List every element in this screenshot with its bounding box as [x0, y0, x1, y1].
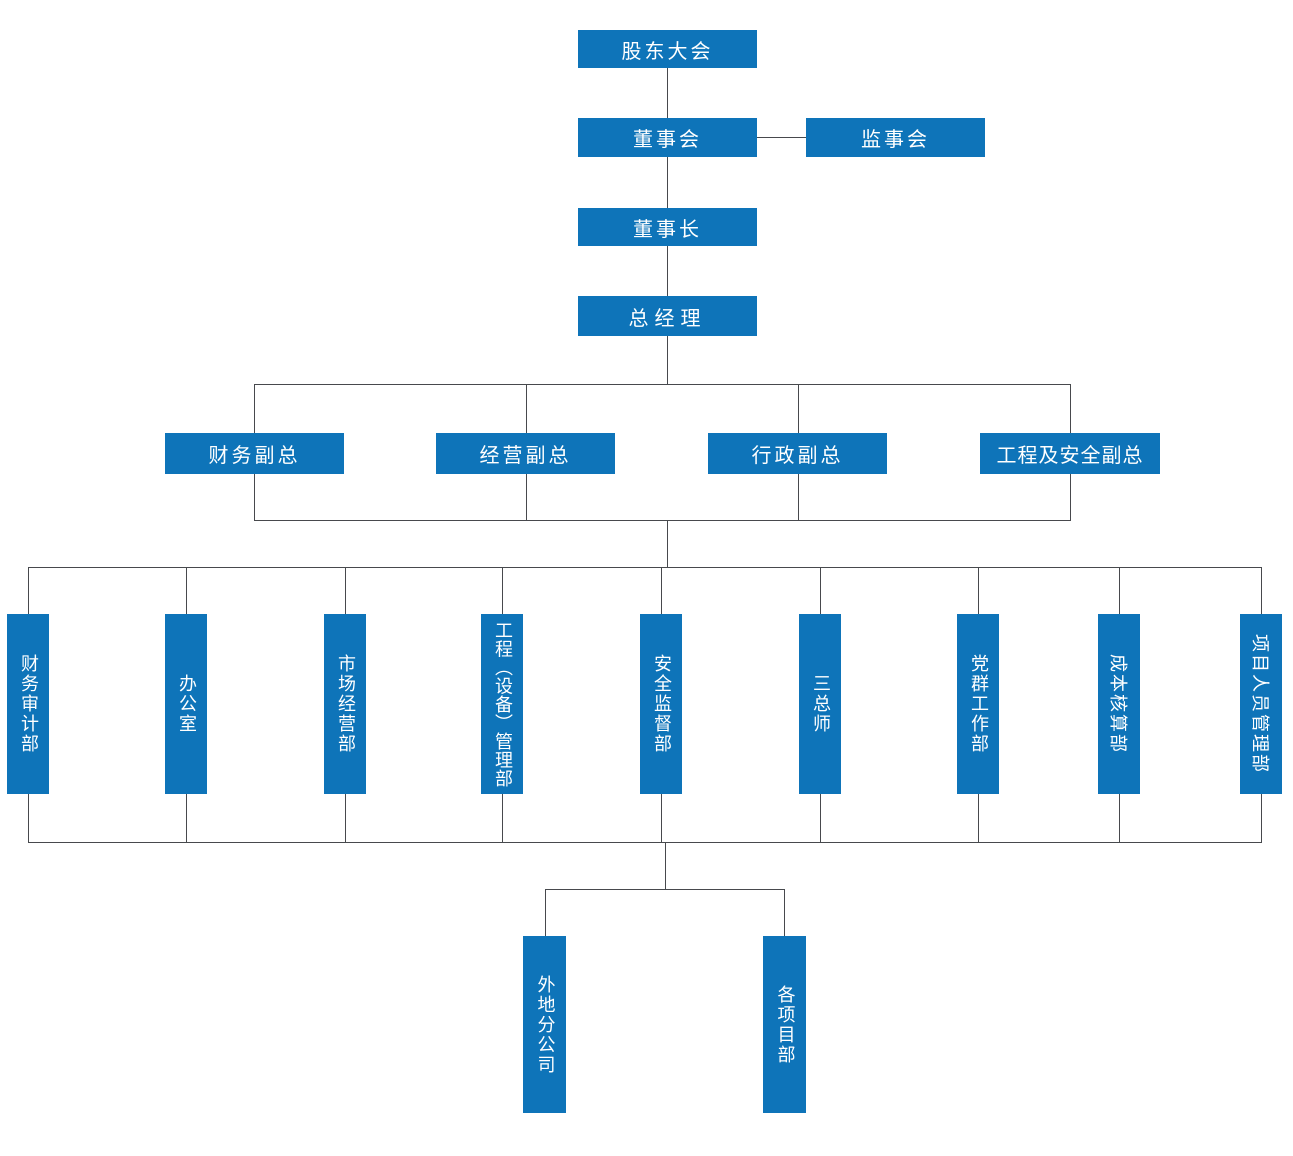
- org-node-admin-vp: 行政副总: [708, 433, 887, 474]
- org-node-operations-vp: 经营副总: [436, 433, 615, 474]
- connector-line: [502, 567, 503, 614]
- org-node-label: 工程（设备）管理部: [492, 620, 513, 788]
- org-node-label: 经营副总: [479, 443, 572, 467]
- connector-line: [1119, 567, 1120, 614]
- org-node-project-personnel-mgmt-dept: 项目人员管理部: [1240, 614, 1282, 794]
- org-node-label: 行政副总: [751, 443, 844, 467]
- connector-line: [798, 474, 799, 520]
- org-node-cost-accounting-dept: 成本核算部: [1098, 614, 1140, 794]
- connector-line: [667, 157, 668, 208]
- org-node-supervisory-board: 监事会: [806, 118, 985, 157]
- org-node-engineering-equipment-mgmt-dept: 工程（设备）管理部: [481, 614, 523, 794]
- connector-line: [254, 474, 255, 520]
- connector-line: [545, 889, 785, 890]
- org-node-label: 三总师: [810, 674, 831, 734]
- connector-line: [1261, 567, 1262, 614]
- connector-line: [1119, 794, 1120, 842]
- connector-line: [186, 567, 187, 614]
- org-node-finance-vp: 财务副总: [165, 433, 344, 474]
- org-node-board-of-directors: 董事会: [578, 118, 757, 157]
- org-node-market-operations-dept: 市场经营部: [324, 614, 366, 794]
- org-node-remote-branch-companies: 外地分公司: [523, 936, 566, 1113]
- connector-line: [661, 567, 662, 614]
- org-node-general-office: 办公室: [165, 614, 207, 794]
- org-node-three-chief-engineers: 三总师: [799, 614, 841, 794]
- org-node-label: 办公室: [176, 674, 197, 734]
- org-node-label: 股东大会: [621, 38, 714, 63]
- connector-line: [526, 474, 527, 520]
- connector-line: [667, 336, 668, 384]
- org-node-label: 市场经营部: [335, 654, 356, 754]
- org-node-party-mass-work-dept: 党群工作部: [957, 614, 999, 794]
- connector-line: [667, 246, 668, 296]
- org-node-label: 外地分公司: [534, 974, 556, 1075]
- org-node-engineering-safety-vp: 工程及安全副总: [980, 433, 1160, 474]
- connector-line: [820, 567, 821, 614]
- org-node-label: 工程及安全副总: [996, 443, 1144, 467]
- org-node-label: 监事会: [861, 127, 930, 151]
- connector-line: [28, 567, 29, 614]
- connector-line: [254, 384, 1071, 385]
- connector-line: [665, 842, 666, 889]
- org-node-label: 总经理: [628, 305, 707, 330]
- connector-line: [757, 137, 806, 138]
- org-node-label: 财务审计部: [18, 654, 39, 754]
- connector-line: [1261, 794, 1262, 842]
- connector-line: [661, 794, 662, 842]
- org-node-label: 项目人员管理部: [1249, 634, 1270, 774]
- connector-line: [345, 567, 346, 614]
- org-node-safety-supervision-dept: 安全监督部: [640, 614, 682, 794]
- connector-line: [545, 889, 546, 936]
- connector-line: [526, 384, 527, 433]
- connector-line: [345, 794, 346, 842]
- connector-line: [186, 794, 187, 842]
- connector-line: [978, 567, 979, 614]
- connector-line: [28, 842, 1262, 843]
- connector-line: [667, 68, 668, 118]
- org-node-label: 财务副总: [208, 443, 301, 467]
- connector-line: [28, 794, 29, 842]
- org-node-label: 董事长: [633, 216, 702, 241]
- org-node-label: 党群工作部: [968, 654, 989, 754]
- org-node-general-manager: 总经理: [578, 296, 757, 336]
- connector-line: [28, 567, 1262, 568]
- connector-line: [254, 520, 1071, 521]
- connector-line: [820, 794, 821, 842]
- org-node-label: 成本核算部: [1107, 654, 1128, 754]
- connector-line: [502, 794, 503, 842]
- org-node-project-departments: 各项目部: [763, 936, 806, 1113]
- org-node-shareholders-meeting: 股东大会: [578, 30, 757, 68]
- connector-line: [667, 520, 668, 567]
- connector-line: [1070, 474, 1071, 520]
- connector-line: [978, 794, 979, 842]
- connector-line: [784, 889, 785, 936]
- org-node-label: 安全监督部: [651, 654, 672, 754]
- connector-line: [254, 384, 255, 433]
- org-node-label: 董事会: [633, 127, 702, 151]
- org-node-chairman: 董事长: [578, 208, 757, 246]
- org-node-label: 各项目部: [774, 984, 796, 1065]
- org-node-finance-audit-dept: 财务审计部: [7, 614, 49, 794]
- connector-line: [798, 384, 799, 433]
- connector-line: [1070, 384, 1071, 433]
